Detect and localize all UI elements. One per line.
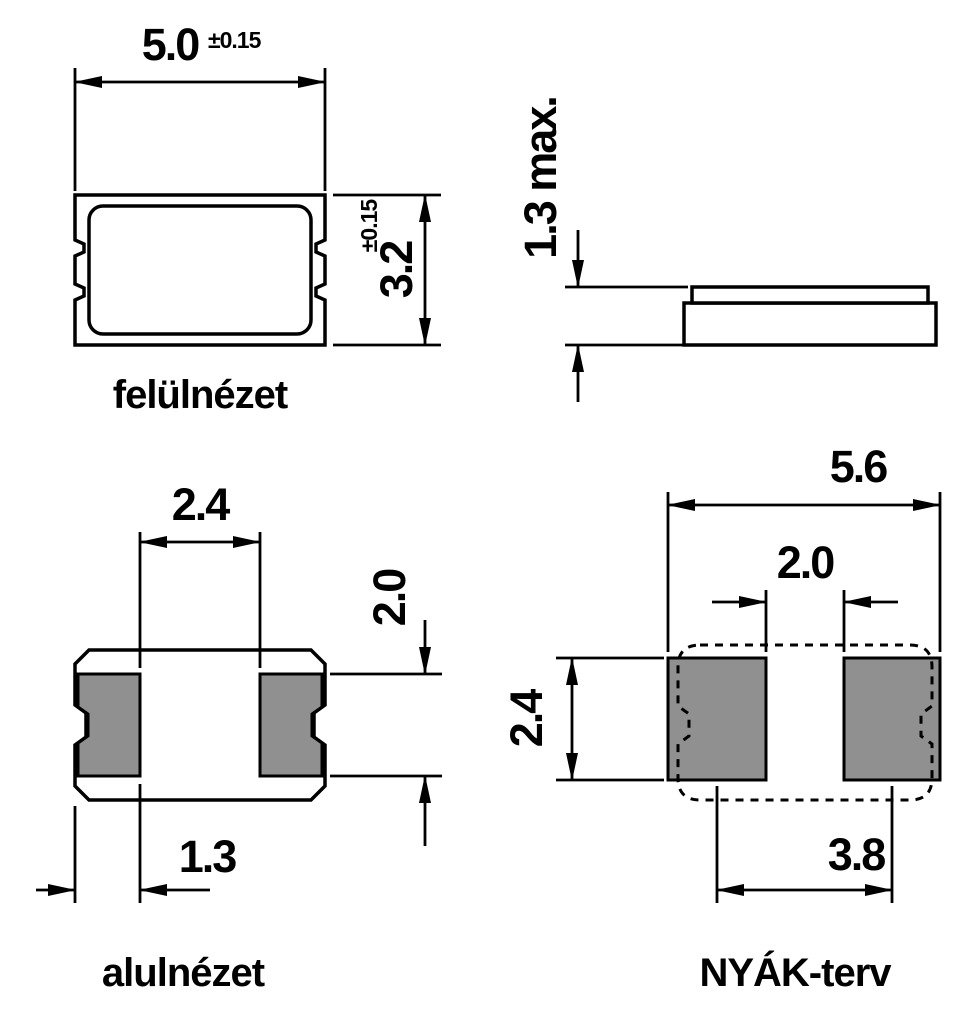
pcb-view-label: NYÁK-terv	[699, 950, 892, 995]
dimension-value: 2.4	[501, 689, 552, 748]
pcb-component-outline-dashed	[676, 643, 934, 802]
side-view-lid-outline	[690, 285, 930, 305]
dimension-tolerance: ±0.15	[356, 199, 382, 253]
pcb-view	[666, 643, 942, 802]
dimension-side-height: 1.3 max.	[515, 97, 936, 402]
bottom-view-label: alulnézet	[102, 951, 265, 995]
dimension-pcb-pad-pitch: 3.8	[715, 786, 894, 903]
dimension-pcb-total-width: 5.6	[666, 441, 942, 652]
dimension-value: 1.3 max.	[515, 97, 566, 259]
dimension-value: 1.3	[179, 831, 237, 882]
dimension-tolerance: ±0.15	[208, 27, 262, 53]
dimension-bottom-pad-gap: 2.4	[138, 479, 262, 668]
top-view	[73, 193, 327, 347]
top-view-lid-outline	[87, 204, 313, 336]
dimension-body-height: 3.2 ±0.15	[333, 193, 441, 347]
dimension-value: 3.8	[828, 829, 886, 880]
top-view-label: felülnézet	[113, 373, 288, 417]
dimension-value: 5.6	[830, 441, 888, 492]
bottom-view-right-pad	[258, 672, 324, 778]
bottom-view	[73, 648, 327, 802]
dimension-value: 5.0	[142, 19, 200, 70]
dimension-bottom-pad-height: 2.0	[330, 569, 442, 846]
dimension-value: 2.0	[777, 537, 835, 588]
dimension-value: 2.0	[364, 569, 415, 627]
dimension-value: 3.2	[371, 241, 422, 299]
dimension-pcb-pad-gap: 2.0	[712, 537, 898, 652]
side-view	[682, 285, 938, 347]
dimension-pcb-pad-height: 2.4	[501, 656, 664, 782]
pcb-left-pad	[666, 656, 768, 782]
pcb-right-pad	[842, 656, 942, 782]
bottom-view-left-pad	[76, 672, 142, 778]
dimension-bottom-pad-width: 1.3	[36, 784, 238, 903]
side-view-base-outline	[682, 301, 938, 347]
dimension-value: 2.4	[172, 479, 231, 530]
dimension-body-width: 5.0 ±0.15	[73, 19, 327, 191]
